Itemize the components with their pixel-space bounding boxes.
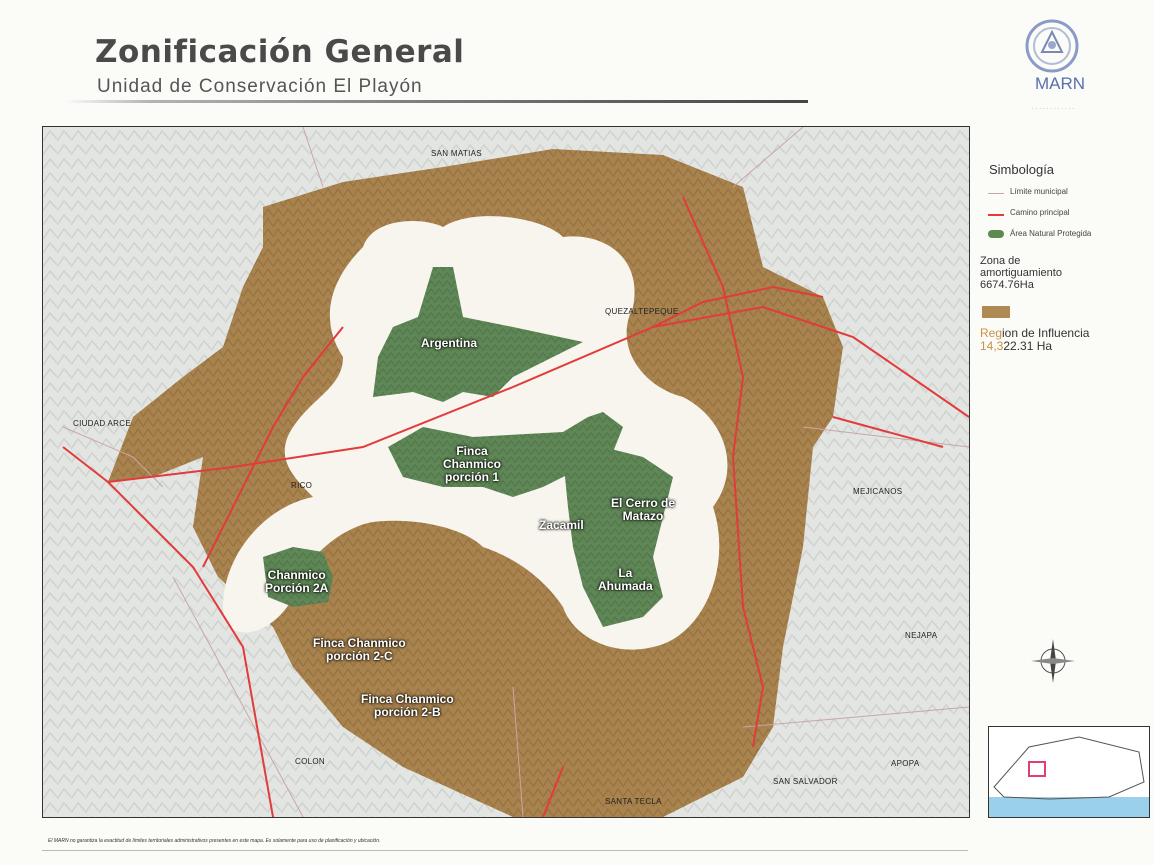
disclaimer-text: El MARN no garantiza la exactitud de lím… [48, 838, 381, 844]
title-divider [60, 100, 808, 103]
influence-value-rest: 22.31 Ha [1003, 339, 1053, 353]
label-la-ahumada: La Ahumada [598, 566, 653, 593]
legend-item-municipal: Límite municipal [988, 187, 1068, 196]
label-porcion-2b: Finca Chanmico porción 2-B [361, 692, 454, 719]
main-roads [62, 196, 969, 817]
legend-buffer: Zona de amortiguamiento 6674.76Ha [980, 255, 1080, 291]
buffer-label: Zona de amortiguamiento [980, 255, 1062, 279]
place-quezaltepeque: QUEZALTEPEQUE [605, 307, 679, 316]
marn-seal-icon [1025, 19, 1079, 73]
protected-area-chanmico [388, 412, 623, 497]
location-inset-map[interactable] [988, 726, 1150, 818]
influence-label-rest: ion de Influencia [1002, 326, 1090, 340]
place-santa-tecla: SANTA TECLA [605, 797, 662, 806]
legend-label-protected: Área Natural Protegida [1010, 229, 1092, 238]
compass-rose-icon [1031, 639, 1075, 683]
label-chanmico-2a: Chanmico Porción 2A [265, 568, 329, 595]
map-subtitle: Unidad de Conservación El Playón [97, 76, 423, 97]
legend-title: Simbología [989, 162, 1055, 177]
bottom-divider [42, 850, 968, 851]
protected-area-porcion-2a [263, 547, 333, 607]
map-frame[interactable]: SAN MATIAS QUEZALTEPEQUE CIUDAD ARCE COL… [42, 126, 970, 818]
place-apopa: APOPA [891, 759, 920, 768]
place-el-rico: RICO [291, 481, 313, 490]
label-finca-chanmico: Finca Chanmico porción 1 [443, 444, 502, 484]
logo-subtext: · · · · · · · · · · · · [1031, 106, 1075, 112]
municipal-line-icon [988, 189, 1004, 194]
place-ciudad-arce: CIUDAD ARCE [73, 419, 131, 428]
label-porcion-2c: Finca Chanmico porción 2-C [313, 636, 406, 663]
map-title: Zonificación General [95, 34, 465, 70]
protected-area-icon [988, 229, 1004, 238]
influence-value-accent: 14,3 [980, 339, 1004, 353]
legend-influence: Region de Influencia 14,322.31 Ha [980, 327, 1089, 353]
protected-area-argentina [373, 267, 583, 402]
place-mejicanos: MEJICANOS [853, 487, 903, 496]
influence-label-accent: Reg [980, 326, 1003, 340]
protected-area-ahumada [563, 447, 673, 627]
road-line-icon [988, 210, 1004, 216]
inset-canvas [989, 727, 1149, 817]
place-san-matias: SAN MATIAS [431, 149, 482, 158]
label-argentina: Argentina [421, 336, 478, 350]
marn-logo-text: MARN [1035, 74, 1086, 93]
label-zacamil: Zacamil [539, 518, 584, 532]
buffer-swatch [982, 306, 1010, 318]
buffer-value: 6674.76Ha [980, 279, 1034, 291]
municipal-boundary [62, 127, 969, 817]
label-el-cerro: El Cerro de Matazo [611, 496, 676, 523]
legend-item-road: Camino principal [988, 208, 1070, 217]
legend-label-municipal: Límite municipal [1010, 187, 1068, 196]
place-nejapa: NEJAPA [905, 631, 938, 640]
legend-label-road: Camino principal [1010, 208, 1070, 217]
place-san-salvador: SAN SALVADOR [773, 777, 838, 786]
place-colon: COLON [295, 757, 325, 766]
map-canvas [43, 127, 969, 817]
legend-item-protected: Área Natural Protegida [988, 229, 1091, 238]
